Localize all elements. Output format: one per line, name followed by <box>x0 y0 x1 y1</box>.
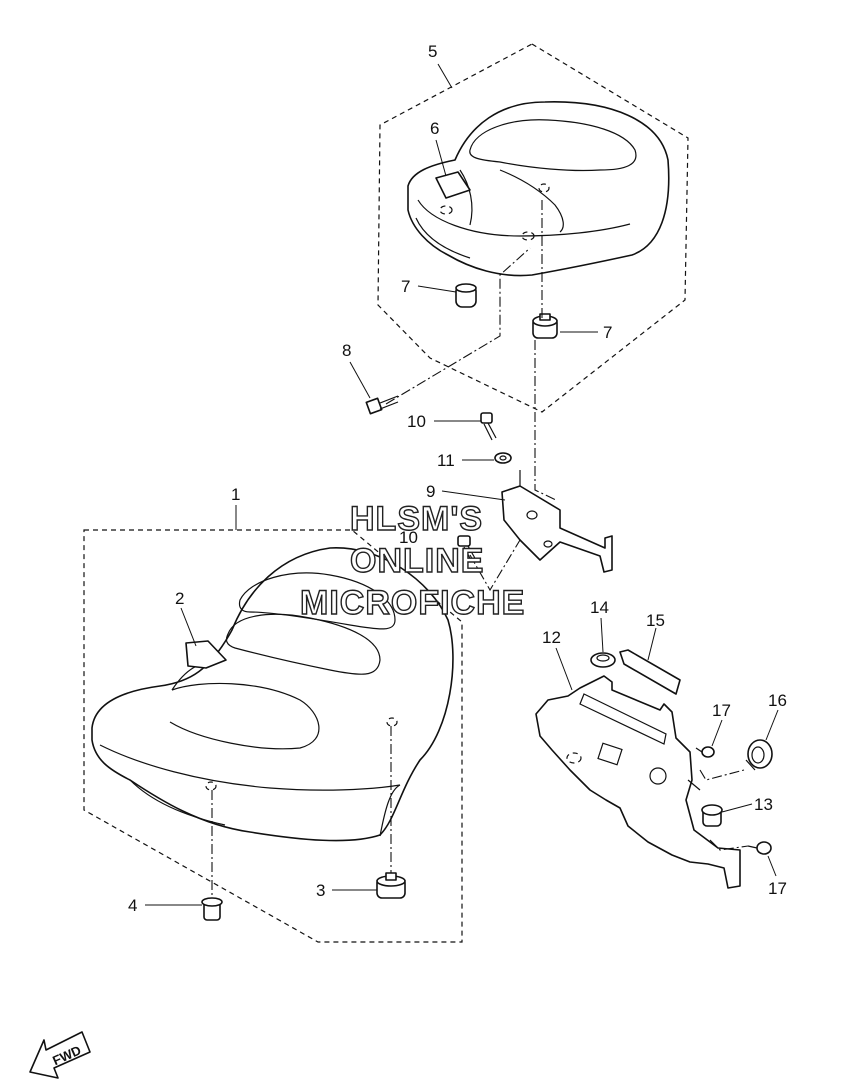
group-1-outline <box>83 529 463 943</box>
callout-10-lower: 10 <box>399 528 418 547</box>
callout-15: 15 <box>646 611 665 630</box>
bolt-8[interactable] <box>365 395 399 415</box>
center-line-9 <box>534 340 557 501</box>
main-seat-hole-right <box>386 717 398 727</box>
seat-cover-plate-12[interactable] <box>535 675 741 889</box>
watermark-line-3: MICROFICHE <box>300 584 525 622</box>
callout-7-right: 7 <box>603 323 612 342</box>
callout-8: 8 <box>342 341 351 360</box>
leader-9 <box>441 490 506 501</box>
callout-17-upper: 17 <box>712 701 731 720</box>
callout-14: 14 <box>590 598 609 617</box>
center-line-16 <box>699 769 745 781</box>
leader-7-left <box>417 285 457 293</box>
callout-17-lower: 17 <box>768 879 787 898</box>
pillion-label-patch[interactable] <box>435 171 471 199</box>
callout-3: 3 <box>316 881 325 900</box>
callout-9: 9 <box>426 482 435 501</box>
bolt-10-upper[interactable] <box>480 412 497 441</box>
callout-11: 11 <box>437 451 455 470</box>
leader-13 <box>721 803 753 813</box>
damper-7-left[interactable] <box>455 283 477 308</box>
grommet-14[interactable] <box>590 652 616 668</box>
grommet-13[interactable] <box>701 804 723 827</box>
rubber-strip-15[interactable] <box>619 649 681 695</box>
callout-5: 5 <box>428 42 437 61</box>
leader-12 <box>555 647 573 691</box>
watermark-line-2: ONLINE <box>350 542 484 580</box>
callout-2: 2 <box>175 589 184 608</box>
center-line-8 <box>385 247 531 405</box>
screw-17-lower[interactable] <box>747 841 772 855</box>
leader-17-upper <box>711 719 723 747</box>
leader-2 <box>180 607 197 647</box>
leader-8 <box>349 361 371 399</box>
callout-1: 1 <box>231 485 240 504</box>
callout-12: 12 <box>542 628 561 647</box>
leader-6 <box>435 139 447 177</box>
pillion-hole-right <box>538 183 550 193</box>
leader-16 <box>765 709 779 741</box>
watermark-line-1: HLSM'S <box>350 500 483 538</box>
callout-6: 6 <box>430 119 439 138</box>
washer-11[interactable] <box>494 452 512 464</box>
callout-7-left: 7 <box>401 277 410 296</box>
grommet-16[interactable] <box>745 739 773 771</box>
leader-15 <box>647 627 657 661</box>
callout-16: 16 <box>768 691 787 710</box>
pillion-hole-center <box>521 231 535 241</box>
collar-4[interactable] <box>201 897 223 921</box>
leader-17-lower <box>767 855 777 877</box>
screw-17-upper[interactable] <box>695 746 715 758</box>
bracket-9[interactable] <box>501 470 613 573</box>
center-line-17 <box>709 839 749 851</box>
leader-5 <box>437 63 453 89</box>
callout-4: 4 <box>128 896 137 915</box>
main-seat-label-patch[interactable] <box>185 640 227 669</box>
pillion-hole-left <box>439 205 453 215</box>
leader-14 <box>600 617 604 653</box>
forward-arrow-icon: FWD <box>29 1031 91 1079</box>
damper-3[interactable] <box>376 872 406 899</box>
center-line-10-lower <box>469 539 521 592</box>
damper-7-right[interactable] <box>532 313 558 339</box>
callout-13: 13 <box>754 795 773 814</box>
pillion-seat[interactable] <box>407 101 670 277</box>
group-5-outline <box>377 43 689 413</box>
callout-10-upper: 10 <box>407 412 426 431</box>
bolt-10-lower[interactable] <box>457 535 477 563</box>
main-seat-hole-left <box>205 781 217 791</box>
